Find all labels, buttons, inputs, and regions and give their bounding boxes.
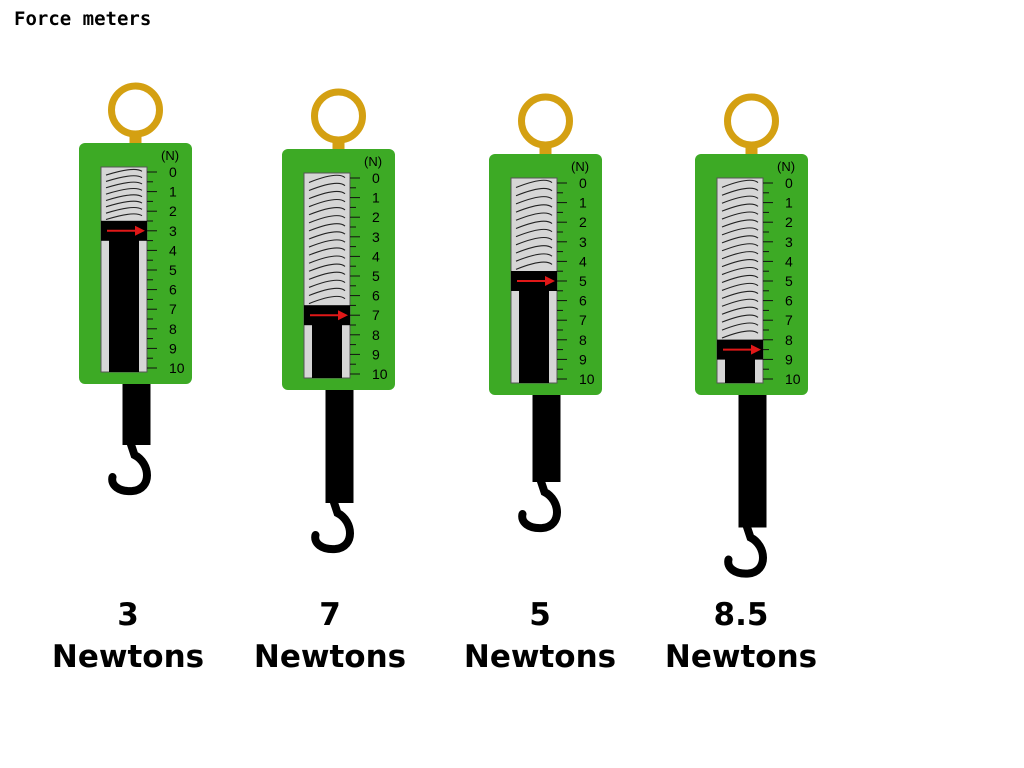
scale-label: 0 — [372, 170, 380, 186]
scale-label: 7 — [372, 307, 380, 323]
ring-neck — [129, 131, 142, 145]
scale-label: 10 — [169, 360, 185, 376]
scale-label: 7 — [169, 301, 177, 317]
scale-label: 10 — [785, 371, 801, 387]
scale-label: 10 — [579, 371, 595, 387]
meter-1-value: 3 — [117, 597, 139, 633]
scale-label: 1 — [169, 184, 177, 200]
hook-icon — [518, 476, 561, 533]
scale-label: 4 — [169, 242, 177, 258]
ring-neck — [745, 142, 758, 156]
pointer-arrow-head — [545, 276, 555, 286]
spring-coil — [515, 179, 553, 270]
scale-label: 8 — [785, 332, 793, 348]
ring-icon — [724, 93, 779, 149]
inner-rod — [109, 230, 139, 372]
scale-label: 9 — [169, 340, 177, 356]
meter-4-value: 8.5 — [713, 597, 769, 633]
scale-label: 6 — [785, 293, 793, 309]
unit-label: (N) — [571, 159, 589, 174]
unit-label: (N) — [364, 154, 382, 169]
scale-label: 7 — [579, 312, 587, 328]
meter-3-value: 5 — [529, 597, 551, 633]
scale-label: 10 — [372, 366, 388, 382]
ring-icon — [311, 88, 366, 144]
scale-label: 2 — [169, 203, 177, 219]
meter-4-reading: 8.5 Newtons — [651, 594, 831, 678]
pointer-arrow-head — [135, 225, 145, 236]
scale-label: 5 — [169, 262, 177, 278]
scale-label: 4 — [579, 253, 587, 269]
scale-label: 2 — [579, 214, 587, 230]
meter-1-unit: Newtons — [51, 639, 205, 675]
scale-label: 9 — [785, 351, 793, 367]
ring-neck — [539, 142, 552, 156]
scale-label: 0 — [169, 164, 177, 180]
force-meter-2: 0 1 2 3 4 5 6 7 8 9 10 (N) — [282, 88, 395, 554]
scale-label: 9 — [372, 346, 380, 362]
pointer-arrow-head — [751, 344, 761, 355]
scale-label: 8 — [372, 327, 380, 343]
meter-3-unit: Newtons — [463, 639, 617, 675]
scale-label: 5 — [785, 273, 793, 289]
spring-coil — [105, 168, 143, 221]
meter-3-reading: 5 Newtons — [450, 594, 630, 678]
scale-label: 1 — [785, 195, 793, 211]
inner-rod — [519, 281, 549, 383]
scale-label: 2 — [785, 214, 793, 230]
scale-label: 0 — [579, 175, 587, 191]
scale-label: 6 — [372, 288, 380, 304]
scale-label: 9 — [579, 351, 587, 367]
scale-label: 3 — [372, 229, 380, 245]
meter-1-reading: 3 Newtons — [38, 594, 218, 678]
outer-rod — [122, 384, 151, 445]
scale-label: 8 — [579, 332, 587, 348]
scale-label: 1 — [579, 195, 587, 211]
ring-icon — [108, 82, 163, 138]
scale-label: 3 — [579, 234, 587, 250]
unit-label: (N) — [777, 159, 795, 174]
meter-2-reading: 7 Newtons — [240, 594, 420, 678]
scale-label: 3 — [169, 223, 177, 239]
scale-label: 8 — [169, 321, 177, 337]
meter-4-unit: Newtons — [664, 639, 818, 675]
inner-rod — [312, 315, 342, 378]
force-meter-4: 0 1 2 3 4 5 6 7 8 9 10 (N) — [695, 93, 808, 578]
ring-neck — [332, 137, 345, 151]
scale-label: 4 — [372, 248, 380, 264]
scale-label: 0 — [785, 175, 793, 191]
pointer-arrow-head — [338, 310, 348, 321]
outer-rod — [532, 395, 561, 482]
outer-rod — [325, 390, 354, 503]
scale-label: 4 — [785, 253, 793, 269]
scale-label: 7 — [785, 312, 793, 328]
scale-label: 1 — [372, 190, 380, 206]
scale-label: 2 — [372, 209, 380, 225]
force-meter-1: 0 1 2 3 4 5 6 7 8 9 10 (N) — [79, 82, 192, 496]
scale-label: 5 — [579, 273, 587, 289]
spring-coil — [308, 174, 346, 305]
page-title: Force meters — [14, 8, 152, 30]
spring-coil — [721, 179, 759, 339]
scale-label: 5 — [372, 268, 380, 284]
ring-icon — [518, 93, 573, 149]
force-meter-3: 0 1 2 3 4 5 6 7 8 9 10 (N) — [489, 93, 602, 533]
meter-2-value: 7 — [319, 597, 341, 633]
outer-rod — [738, 395, 767, 528]
meter-2-unit: Newtons — [253, 639, 407, 675]
hook-icon — [724, 521, 767, 578]
scale-label: 6 — [579, 293, 587, 309]
unit-label: (N) — [161, 148, 179, 163]
hook-icon — [108, 439, 151, 496]
scale-label: 3 — [785, 234, 793, 250]
hook-icon — [311, 497, 354, 554]
scale-label: 6 — [169, 282, 177, 298]
